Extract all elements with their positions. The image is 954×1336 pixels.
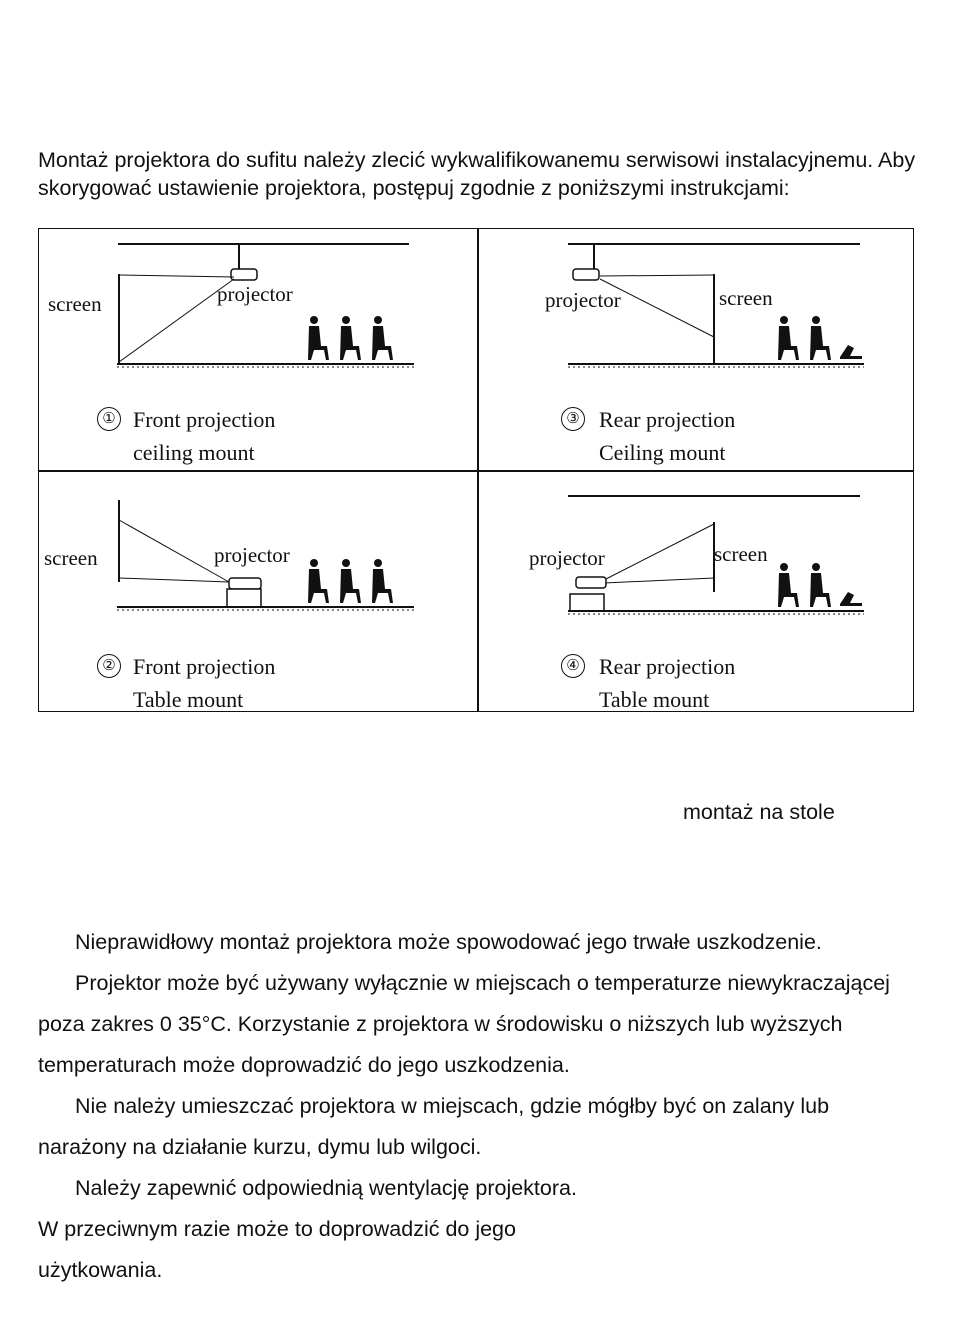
caption-line-1: Rear projection [599, 654, 736, 679]
caption-line-1: Front projection [133, 407, 276, 432]
paragraph-temperature: Projektor może być używany wyłącznie w m… [38, 971, 890, 1077]
table-mount-note: montaż na stole [683, 800, 835, 824]
projector-label: projector [214, 543, 290, 567]
panel-number: ③ [561, 407, 585, 431]
panel-number: ② [97, 654, 121, 678]
grid-divider-horizontal [39, 470, 913, 472]
panel-front-ceiling: screen projector ① Front projection ceil… [39, 229, 476, 469]
screen-label: screen [719, 286, 773, 310]
panel-rear-table: projector screen ④ Rear projection Table… [478, 472, 915, 712]
caption-line-1: Front projection [133, 654, 276, 679]
caption-line-2: Table mount [133, 687, 244, 712]
front-table-illustration: screen projector [44, 500, 414, 611]
projection-diagram-grid: screen projector ① Front projection ceil… [38, 228, 914, 712]
rear-ceiling-illustration: projector screen [545, 243, 864, 368]
caption-line-2: Table mount [599, 687, 710, 712]
projector-label: projector [217, 282, 293, 306]
projector-label: projector [545, 288, 621, 312]
panel-number: ① [97, 407, 121, 431]
paragraph-ventilation: Należy zapewnić odpowiednią wentylację p… [38, 1176, 577, 1241]
paragraph-environment: Nie należy umieszczać projektora w miejs… [38, 1094, 830, 1159]
body-text: Nieprawidłowy montaż projektora może spo… [38, 922, 918, 1291]
panel-number: ④ [561, 654, 585, 678]
intro-text: Montaż projektora do sufitu należy zleci… [38, 148, 916, 200]
screen-label: screen [48, 292, 102, 316]
paragraph-usage: użytkowania. [38, 1258, 163, 1282]
panel-rear-ceiling: projector screen ③ Rear projection Ceili… [478, 229, 915, 469]
paragraph-installation-warning: Nieprawidłowy montaż projektora może spo… [75, 930, 822, 954]
caption-line-2: ceiling mount [133, 440, 255, 465]
screen-label: screen [714, 542, 768, 566]
screen-label: screen [44, 546, 98, 570]
panel-front-table: screen projector ② Front projection Tabl… [39, 472, 476, 712]
front-ceiling-illustration: screen projector [48, 243, 414, 368]
rear-table-illustration: projector screen [529, 495, 864, 615]
caption-line-2: Ceiling mount [599, 440, 726, 465]
projector-label: projector [529, 546, 605, 570]
caption-line-1: Rear projection [599, 407, 736, 432]
